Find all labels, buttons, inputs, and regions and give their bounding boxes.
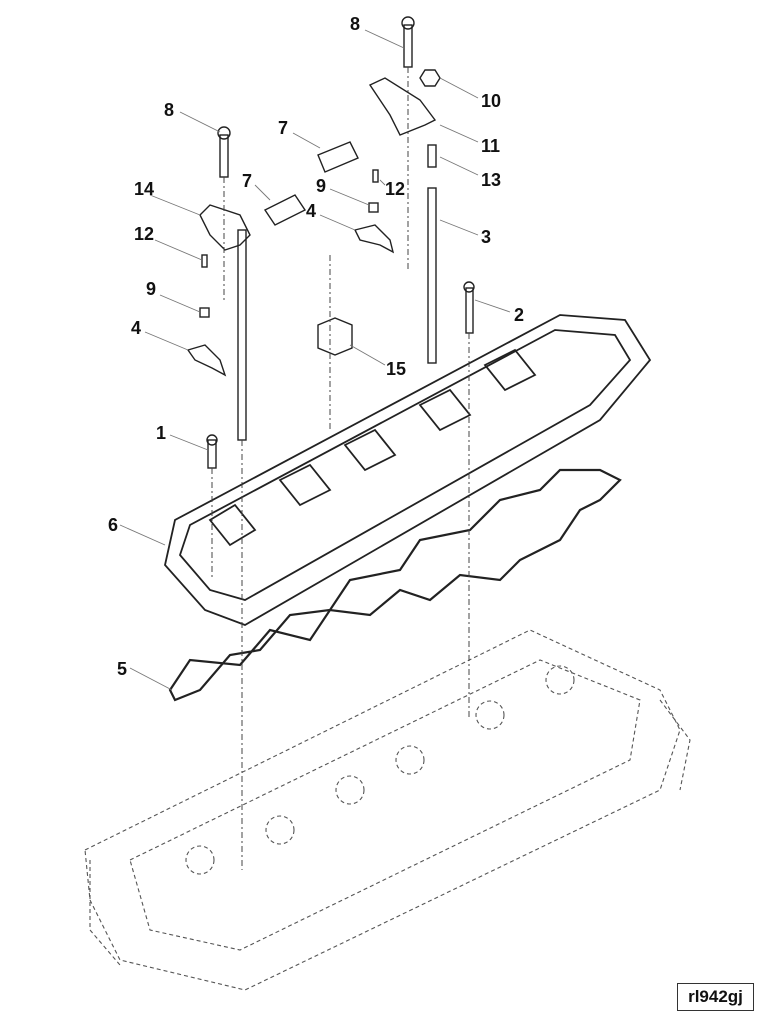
rocker-shaft-right [317,141,359,173]
callout-15: 15 [386,359,407,379]
callout-4-top: 4 [306,201,317,221]
connector-15 [317,317,353,356]
bolt-8-left [217,126,231,178]
rocker-support-14 [199,204,251,251]
callout-12-top: 12 [385,179,406,199]
diagram-id-label: rl942gj [677,983,754,1011]
callout-9-left: 9 [146,279,157,299]
callout-12-left: 12 [134,224,155,244]
bolt-1 [206,434,218,469]
callout-6: 6 [108,515,119,535]
bolt-8-right [401,16,415,68]
callout-4-left: 4 [131,318,142,338]
socket-right [368,202,379,213]
socket-left [199,307,210,318]
bolt-2 [463,281,475,334]
nut-10 [419,69,441,87]
callout-10: 10 [481,91,502,111]
callout-8-left: 8 [164,100,175,120]
callout-13: 13 [481,170,502,190]
callout-7-top: 7 [278,118,289,138]
callout-9-top: 9 [316,176,327,196]
rocker-cover-gasket [168,468,622,702]
rocker-lever-right [353,224,395,254]
push-rod-left [237,229,247,441]
spacer-13 [427,144,437,168]
adjusting-screw-left [201,254,208,268]
rocker-cover [164,314,652,626]
cylinder-head [84,629,691,991]
callout-1: 1 [156,423,167,443]
rocker-lever-left [186,344,227,377]
rocker-shaft-left [263,194,307,226]
callout-11: 11 [481,136,501,156]
callout-2: 2 [514,305,525,325]
callout-7-left: 7 [242,171,253,191]
adjusting-screw-right [372,169,379,183]
callout-14: 14 [134,179,155,199]
callout-8-top: 8 [350,14,361,34]
rocker-support-11 [368,77,437,136]
callout-3: 3 [481,227,492,247]
callout-5: 5 [117,659,128,679]
push-rod-right [427,187,437,364]
